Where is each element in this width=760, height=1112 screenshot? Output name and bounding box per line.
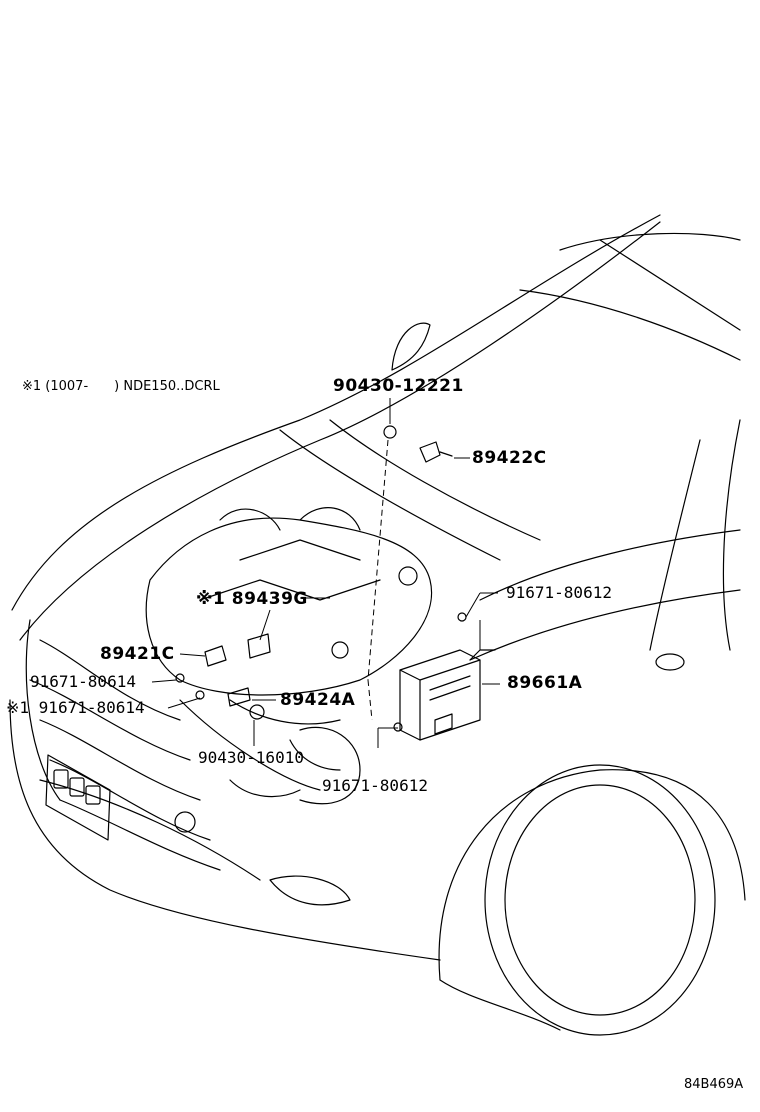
callout-89661a: 89661A — [507, 673, 583, 693]
callout-89439g: ※1 89439G — [196, 589, 308, 609]
callout-91671-80612-bottom: 91671-80612 — [322, 776, 428, 795]
callout-91671-80614: 91671-80614 — [30, 672, 136, 691]
drawing-code: 84B469A — [684, 1077, 744, 1092]
callout-91671-80614-note: ※1 91671-80614 — [6, 698, 145, 717]
callout-91671-80612-top: 91671-80612 — [506, 583, 612, 602]
callout-90430-12221: 90430-12221 — [333, 376, 464, 396]
callout-89421c: 89421C — [100, 644, 175, 664]
callout-89424a: 89424A — [280, 690, 356, 710]
callout-89422c: 89422C — [472, 448, 547, 468]
callout-90430-16010: 90430-16010 — [198, 748, 304, 767]
applicability-note: ※1 (1007- ) NDE150..DCRL — [22, 379, 220, 394]
